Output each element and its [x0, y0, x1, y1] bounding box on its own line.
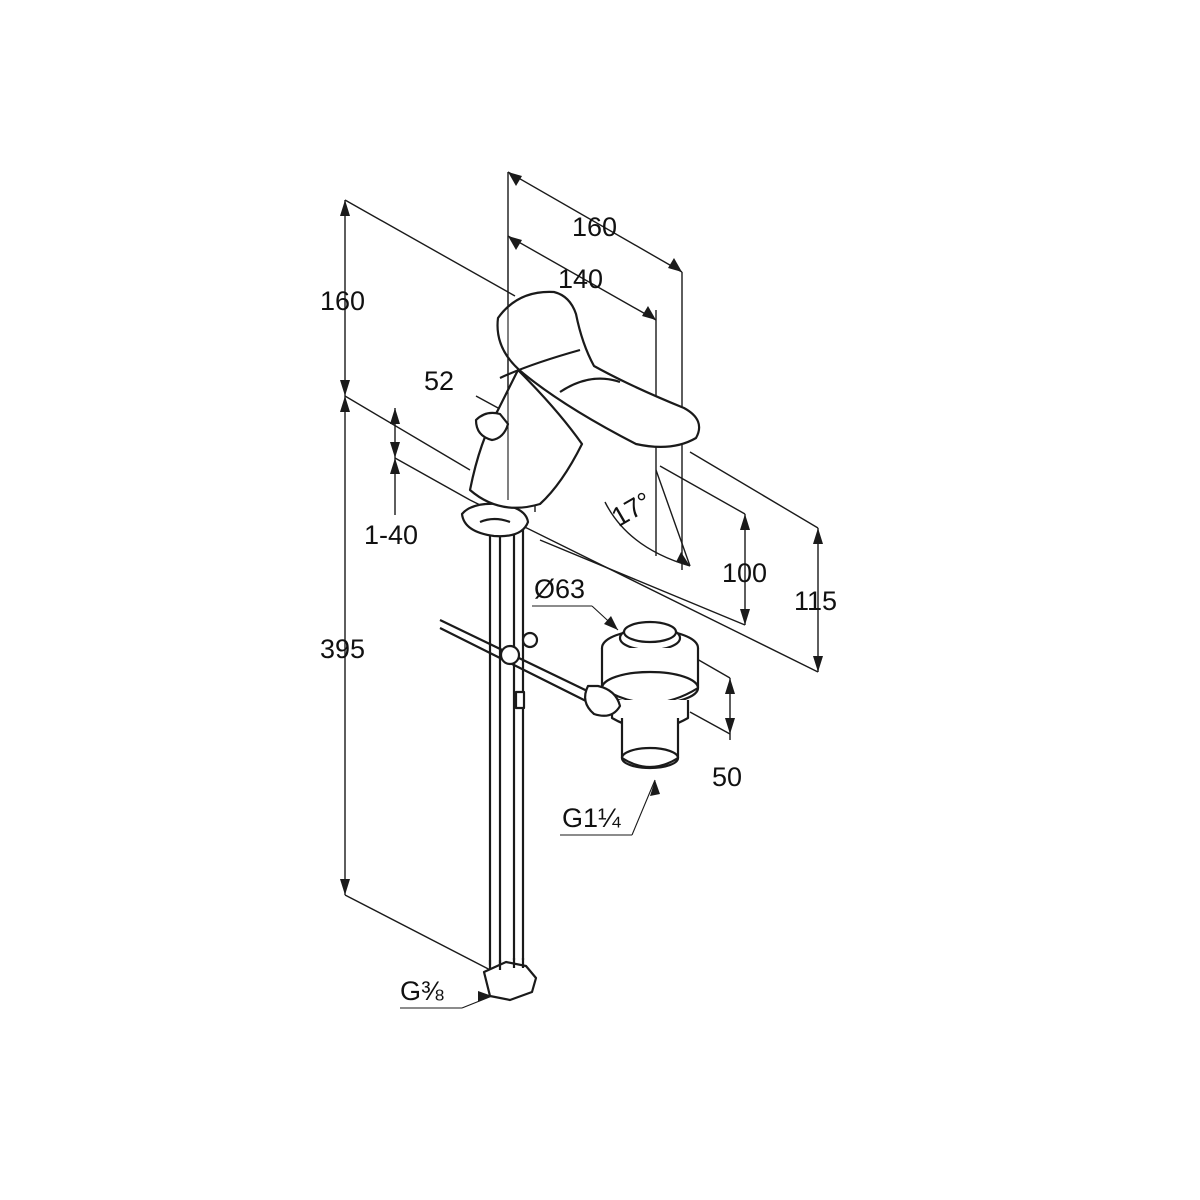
dim-connection-thread: G⅜	[400, 976, 444, 1006]
drain-waste	[583, 620, 700, 770]
faucet	[460, 236, 701, 1002]
dim-length-spout: 140	[558, 264, 603, 294]
dim-drain-height: 50	[712, 762, 742, 792]
dim-drain-diameter: Ø63	[534, 574, 585, 604]
dim-lever-height: 115	[794, 586, 837, 616]
dim-deck-thickness: 1-40	[364, 520, 418, 550]
dim-spout-height: 100	[722, 558, 767, 588]
dim-drain-thread: G1¼	[562, 803, 621, 833]
popup-rod	[439, 619, 607, 710]
arrowheads	[340, 172, 823, 1002]
dim-hose-length: 395	[320, 634, 365, 664]
dim-length-overall: 160	[572, 212, 617, 242]
dim-overall-height-top: 160	[320, 286, 365, 316]
dim-spout-angle: 17°	[606, 486, 656, 532]
dim-lever-offset: 52	[424, 366, 454, 396]
